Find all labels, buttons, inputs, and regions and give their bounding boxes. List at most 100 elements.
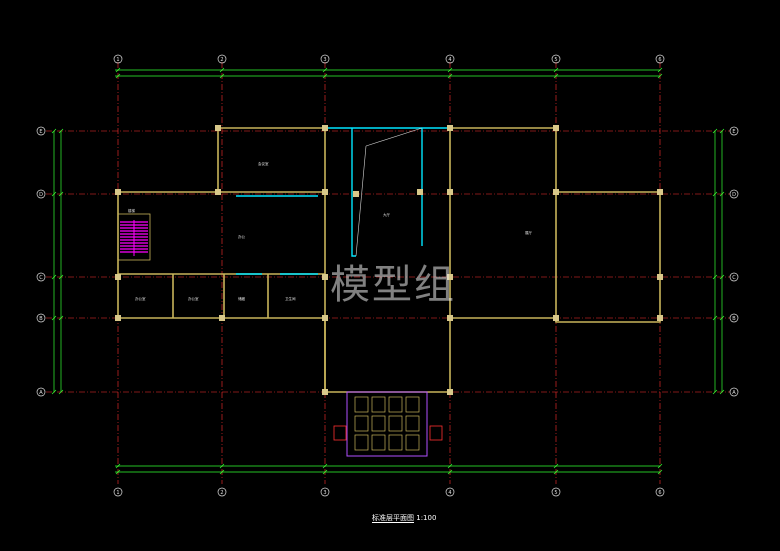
dim-tick <box>657 469 663 475</box>
column <box>353 191 359 197</box>
grid-bubble-col <box>113 54 123 64</box>
column <box>215 125 221 131</box>
paving-tile <box>371 396 386 413</box>
grid-label-col: 6 <box>658 57 661 63</box>
dim-tick <box>719 128 725 134</box>
dim-tick <box>712 274 718 280</box>
grid-bubble-col <box>217 54 227 64</box>
dim-tick <box>712 191 718 197</box>
sheet-caption: 标准层平面图 <box>372 514 414 523</box>
grid-bubble-row <box>36 189 46 199</box>
dim-tick <box>657 73 663 79</box>
column <box>322 389 328 395</box>
column <box>322 315 328 321</box>
grid-label-col: 3 <box>323 490 326 496</box>
grid-bubble-row <box>729 126 739 136</box>
room-label-office: 办公 <box>238 234 245 239</box>
grid-label-col: 4 <box>448 57 451 63</box>
column <box>219 315 225 321</box>
grid-label-col: 2 <box>220 490 223 496</box>
dim-tick <box>219 67 225 73</box>
dim-tick <box>322 73 328 79</box>
dim-tick <box>58 191 64 197</box>
grid-label-row: D <box>39 192 43 198</box>
structural-columns <box>115 125 663 395</box>
grid-bubble-col <box>551 487 561 497</box>
column <box>447 189 453 195</box>
paving-tile <box>354 434 369 451</box>
dim-tick <box>219 469 225 475</box>
room-label-exhibition: 展厅 <box>525 230 533 235</box>
grid-bubble-col <box>655 54 665 64</box>
dim-tick <box>447 73 453 79</box>
room-label-stair: 楼梯 <box>128 208 135 213</box>
room-label-toilet: 卫生间 <box>285 296 296 301</box>
dim-tick <box>58 128 64 134</box>
dim-tick <box>712 315 718 321</box>
paving-tile <box>388 415 403 432</box>
dim-tick <box>115 67 121 73</box>
column <box>115 189 121 195</box>
column <box>447 315 453 321</box>
dim-tick <box>51 274 57 280</box>
stairwell <box>117 213 151 261</box>
hall-diagonal-1 <box>365 127 423 147</box>
dim-tick <box>58 389 64 395</box>
sheet-title: 标准层平面图 1:100 <box>372 513 436 523</box>
dim-tick <box>447 67 453 73</box>
dim-tick <box>657 463 663 469</box>
grid-label-col: 2 <box>220 57 223 63</box>
grid-label-col: 1 <box>116 57 119 63</box>
dim-tick <box>219 73 225 79</box>
grid-bubble-col <box>320 487 330 497</box>
dim-tick <box>657 67 663 73</box>
column <box>215 189 221 195</box>
hall-diagonal-2 <box>355 145 367 257</box>
dim-tick <box>719 274 725 280</box>
grid-bubble-col <box>551 54 561 64</box>
glass-partitions <box>236 128 423 275</box>
dim-tick <box>51 389 57 395</box>
grid-bubble-row <box>729 189 739 199</box>
column <box>657 189 663 195</box>
column <box>447 125 453 131</box>
dim-tick <box>447 469 453 475</box>
grid-bubble-col <box>320 54 330 64</box>
grid-label-col: 5 <box>554 57 557 63</box>
paving-tile <box>388 396 403 413</box>
grid-bubble-row <box>36 313 46 323</box>
dim-tick <box>115 73 121 79</box>
paving-tile <box>371 434 386 451</box>
column <box>657 274 663 280</box>
paving-tile <box>354 415 369 432</box>
grid-label-col: 5 <box>554 490 557 496</box>
column <box>553 315 559 321</box>
dim-tick <box>553 469 559 475</box>
room-label-storage: 储藏 <box>238 296 245 301</box>
planter-right <box>429 425 443 441</box>
grid-bubble-col <box>655 487 665 497</box>
dim-tick <box>51 128 57 134</box>
dim-tick <box>322 463 328 469</box>
grid-label-col: 3 <box>323 57 326 63</box>
room-label-meeting: 会议室 <box>258 161 269 166</box>
dim-tick <box>219 463 225 469</box>
dim-tick <box>553 67 559 73</box>
grid-bubble-col <box>445 54 455 64</box>
walls <box>117 127 661 393</box>
column <box>553 189 559 195</box>
dim-tick <box>51 191 57 197</box>
grid-bubble-row <box>36 387 46 397</box>
dim-tick <box>58 274 64 280</box>
dimension-lines <box>51 67 725 475</box>
grid-label-row: E <box>732 129 735 135</box>
column <box>447 274 453 280</box>
grid-label-col: 1 <box>116 490 119 496</box>
room-label-hall: 大厅 <box>383 212 391 217</box>
dim-tick <box>712 128 718 134</box>
grid-label-col: 6 <box>658 490 661 496</box>
grid-bubble-row <box>729 387 739 397</box>
wall-perimeter <box>117 127 661 393</box>
grid-bubble-col <box>445 487 455 497</box>
